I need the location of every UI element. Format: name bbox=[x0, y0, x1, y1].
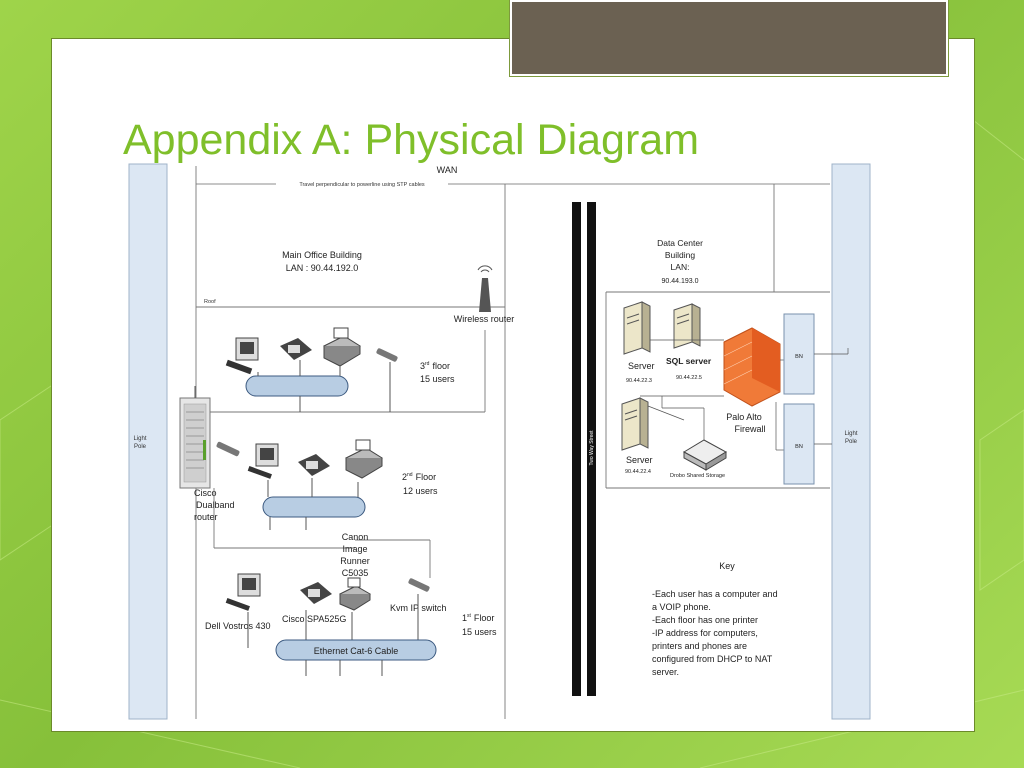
right-light-pole bbox=[831, 163, 871, 720]
header-tab-decoration bbox=[509, 0, 949, 77]
floor1-phone-icon bbox=[300, 582, 332, 604]
cisco-router-icon bbox=[179, 386, 211, 489]
floor2-users: 12 users bbox=[403, 486, 438, 496]
bn-box-lower bbox=[783, 403, 815, 485]
key-line: a VOIP phone. bbox=[652, 602, 711, 612]
dell-label: Dell Vostros 430 bbox=[205, 621, 271, 631]
key-line: printers and phones are bbox=[652, 641, 747, 651]
wireless-router-icon bbox=[477, 265, 493, 312]
street-bar-right bbox=[587, 202, 596, 696]
wan-label: WAN bbox=[437, 165, 458, 175]
key-text: -Each user has a computer and a VOIP pho… bbox=[652, 589, 780, 677]
floor1-computer-icon bbox=[225, 573, 261, 611]
firewall-icon bbox=[723, 327, 781, 407]
floor2-computer-icon bbox=[247, 443, 279, 479]
sql-server-ip: 90.44.22.5 bbox=[676, 375, 702, 381]
roof-label: Roof bbox=[204, 299, 216, 305]
main-office-title: Main Office Building bbox=[282, 250, 362, 260]
server2-ip: 90.44.22.4 bbox=[625, 469, 651, 475]
slide-panel bbox=[51, 38, 975, 732]
street-bar-left bbox=[572, 202, 581, 696]
left-light-pole bbox=[128, 163, 168, 720]
floor3-users: 15 users bbox=[420, 374, 455, 384]
server2-icon bbox=[621, 397, 649, 451]
floor1-users: 15 users bbox=[462, 627, 497, 637]
bn-label-lower: BN bbox=[795, 444, 803, 450]
cisco-phone-label: Cisco SPA525G bbox=[282, 614, 346, 624]
key-line: -Each user has a computer and bbox=[652, 589, 778, 599]
ethernet-label: Ethernet Cat-6 Cable bbox=[314, 646, 399, 656]
floor1-printer-icon bbox=[339, 577, 371, 611]
key-line: -Each floor has one printer bbox=[652, 615, 758, 625]
key-title: Key bbox=[719, 561, 735, 571]
server1-ip: 90.44.22.3 bbox=[626, 378, 652, 384]
key-line: server. bbox=[652, 667, 679, 677]
bn-label-upper: BN bbox=[795, 354, 803, 360]
server2-label: Server bbox=[626, 455, 653, 465]
floor2-phone-icon bbox=[298, 454, 330, 476]
drobo-storage-icon bbox=[682, 439, 728, 471]
floor3-printer-icon bbox=[323, 327, 361, 367]
floor2-switch-icon bbox=[216, 441, 240, 457]
two-way-street-label: Two Way Street bbox=[589, 430, 595, 466]
sql-server-label: SQL server bbox=[666, 356, 712, 366]
slide-title: Appendix A: Physical Diagram bbox=[123, 116, 700, 164]
floor2-cable bbox=[262, 496, 366, 518]
bn-box-upper bbox=[783, 313, 815, 395]
kvm-switch-icon bbox=[408, 578, 430, 592]
key-line: -IP address for computers, bbox=[652, 628, 758, 638]
floor3-switch-icon bbox=[376, 348, 398, 362]
floor3-cable bbox=[245, 375, 349, 397]
wireless-router-label: Wireless router bbox=[454, 314, 515, 324]
floor2-printer-icon bbox=[345, 439, 383, 479]
server1-icon bbox=[623, 301, 651, 355]
key-line: configured from DHCP to NAT bbox=[652, 654, 773, 664]
main-office-lan: LAN : 90.44.192.0 bbox=[286, 263, 359, 273]
floor3-phone-icon bbox=[280, 338, 312, 360]
server1-label: Server bbox=[628, 361, 655, 371]
drobo-label: Drobo Shared Storage bbox=[670, 473, 725, 479]
ethernet-cable bbox=[275, 639, 437, 661]
wan-note: Travel perpendicular to powerline using … bbox=[299, 182, 425, 188]
sql-server-icon bbox=[673, 303, 701, 349]
floor3-computer-icon bbox=[225, 337, 259, 375]
